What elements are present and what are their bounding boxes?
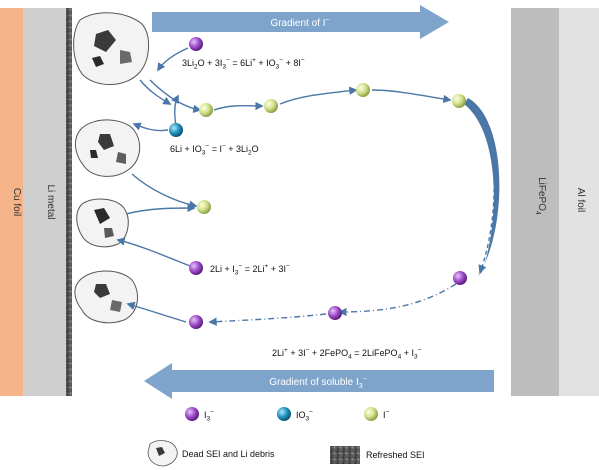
li-metal-label: Li metal [45,184,56,219]
i-particle-4 [452,94,466,108]
arrow-io3-to-debris2 [132,122,169,132]
al-foil [559,8,599,396]
i3-particle-dash [328,306,342,320]
legend-i3-label: I3− [204,409,214,423]
reaction-3: 2Li + I3− = 2Li+ + 3I− [210,263,290,277]
legend-i-swatch [364,407,378,421]
legend-refreshed-sei-swatch [330,446,360,464]
arrow-i3-to-debris1 [157,47,189,72]
arrow-chain-1 [213,101,264,111]
i-particle-5 [197,200,211,214]
gradient-soluble-i3-arrow: Gradient of soluble I3− [144,363,494,399]
dead-sei-debris-3 [76,198,129,248]
svg-text:Gradient of soluble I3−: Gradient of soluble I3− [269,376,367,390]
arrow-chain-2 [279,86,358,105]
legend-i-label: I− [383,409,390,420]
legend-refreshed-sei-label: Refreshed SEI [366,450,425,460]
refreshed-sei-layer [66,8,72,396]
i3-particle-mid [189,261,203,275]
i-particle-3 [356,83,370,97]
legend-io3-label: IO3− [296,409,313,423]
cu-foil [0,8,23,396]
reaction-4: 2Li+ + 3I− + 2FePO4 = 2LiFePO4 + I3− [272,347,422,361]
arrow-debris3-to-i [125,203,196,215]
arrow-bottom-to-debris4 [126,301,187,323]
gradient-i-arrow: Gradient of I− [152,5,449,39]
dead-sei-debris-4 [74,270,139,324]
li-metal [23,8,66,396]
legend-io3-swatch [277,407,291,421]
arrow-return-dashed [338,283,457,317]
io3-particle [169,123,183,137]
flow-arrows [116,47,495,326]
al-foil-label: Al foil [575,188,586,212]
reaction-2: 6Li + IO3− = I− + 3Li2O [170,143,259,157]
i3-particle-right [453,271,467,285]
legend-dead-sei-swatch [147,440,178,467]
arrow-return-dashed-2 [208,313,327,326]
legend-dead-sei-label: Dead SEI and Li debris [182,449,275,459]
lifepo4-cathode [511,8,559,396]
cu-foil-label: Cu foil [11,188,22,216]
arrow-debris2-to-i [131,173,198,209]
dead-sei-debris-1 [73,12,149,86]
reaction-1: 3Li2O + 3I3− = 6Li+ + IO3− + 8I− [182,57,305,71]
arrow-i3-to-debris3 [116,237,191,267]
legend: I3− IO3− I− Dead SEI and Li debris Refre… [147,407,425,467]
i-particle-1 [199,103,213,117]
svg-text:Gradient of I−: Gradient of I− [270,17,329,29]
cathode-curved-arrow [464,98,500,276]
dead-sei-debris-2 [75,119,141,177]
legend-i3-swatch [185,407,199,421]
cathode-label: LiFePO4 [534,177,547,215]
i3-particle-bottom [189,315,203,329]
arrow-debris1-down [139,79,172,105]
i3-particle-top [189,37,203,51]
i-particle-2 [264,99,278,113]
arrow-chain-3 [371,89,452,104]
